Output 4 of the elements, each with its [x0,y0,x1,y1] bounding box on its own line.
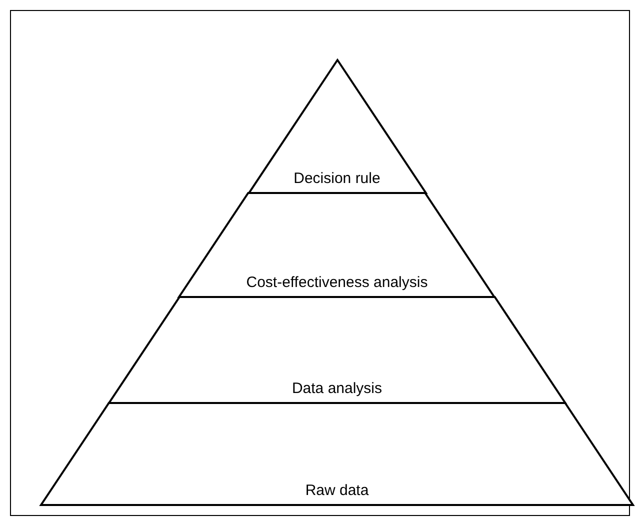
band-label: Data analysis [292,380,382,397]
band-label: Raw data [305,482,369,499]
band-label: Cost-effectiveness analysis [246,274,428,291]
band-label: Decision rule [294,170,380,187]
